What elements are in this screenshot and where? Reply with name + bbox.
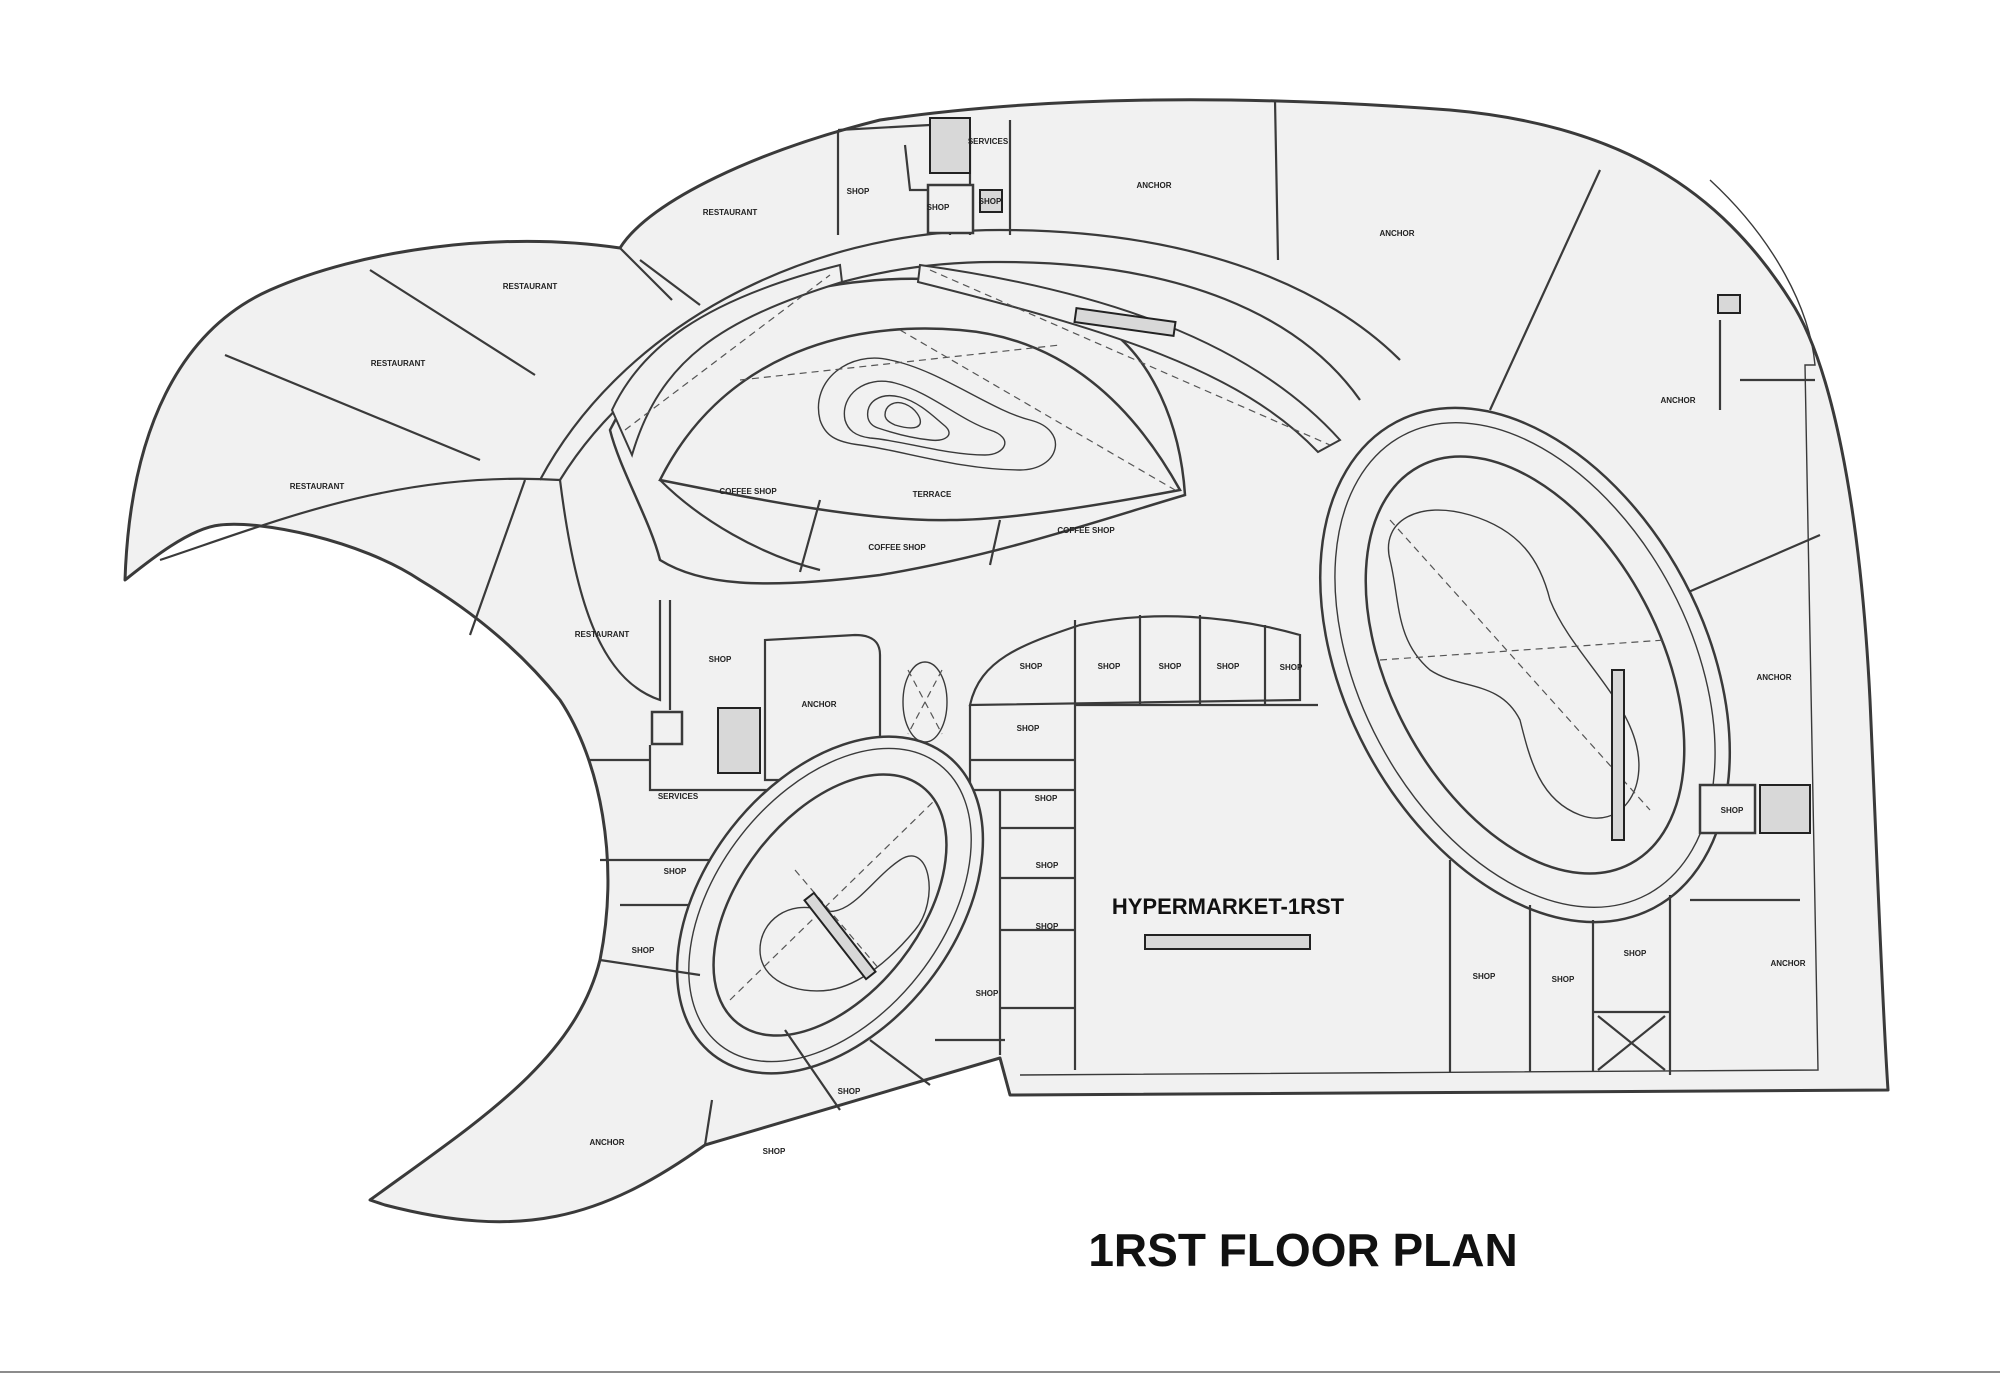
label-shop-top-3: SHOP: [979, 197, 1002, 206]
label-restaurant-5: RESTAURANT: [575, 630, 630, 639]
label-shop-row-3: SHOP: [1159, 662, 1182, 671]
label-services-left: SERVICES: [658, 792, 699, 801]
label-shop-row-5: SHOP: [1280, 663, 1303, 672]
planter-contour-2: [843, 380, 1006, 456]
void-dash-1: [929, 269, 1331, 446]
room-labels: RESTAURANT RESTAURANT RESTAURANT RESTAUR…: [290, 137, 1806, 1156]
atrium-right-inner: [1364, 455, 1686, 875]
label-shop-col-4: SHOP: [1036, 922, 1059, 931]
atrium-right-dash-1: [1389, 519, 1651, 811]
label-coffee-3: COFFEE SHOP: [1057, 526, 1115, 535]
void-bar-right: [916, 263, 1342, 454]
label-shop-br-1: SHOP: [1473, 972, 1496, 981]
label-shop-left-1: SHOP: [664, 867, 687, 876]
small-void-dash-2: [907, 669, 943, 735]
core-top-box: [926, 183, 975, 235]
anchor-partitions: [1489, 169, 1821, 902]
drawing-title: 1RST FLOOR PLAN: [1088, 1224, 1517, 1276]
label-shop-top-2: SHOP: [927, 203, 950, 212]
planter-contour-1: [817, 357, 1057, 471]
label-coffee-1: COFFEE SHOP: [719, 487, 777, 496]
atrium-left-inner: [712, 773, 948, 1037]
inner-outline: [1019, 179, 1819, 1076]
core-right-stairs: [1759, 784, 1811, 834]
label-services-top: SERVICES: [968, 137, 1009, 146]
hypermarket-wall: [1073, 703, 1318, 1070]
label-anchor-right-2: ANCHOR: [1756, 673, 1791, 682]
label-anchor-center: ANCHOR: [801, 700, 836, 709]
shop-br-dividers: [1448, 860, 1672, 1075]
core-top-lift: [979, 189, 1003, 213]
label-shop-br-3: SHOP: [1624, 949, 1647, 958]
core-right-corner: [1717, 294, 1741, 314]
lower-partitions: [599, 958, 1005, 1146]
atrium-right-mid: [1334, 422, 1716, 908]
core-left-box: [650, 710, 684, 746]
label-anchor-right-3: ANCHOR: [1770, 959, 1805, 968]
coffee-shop-row: [659, 479, 1002, 573]
void-dash-2: [624, 274, 831, 431]
core-right-box: [1698, 783, 1757, 835]
central-corridor: [968, 615, 1302, 707]
label-shop-mid: SHOP: [709, 655, 732, 664]
shop-row-dividers: [1073, 615, 1267, 705]
label-shop-left-2: SHOP: [632, 946, 655, 955]
label-shop-col-2: SHOP: [1035, 794, 1058, 803]
label-shop-right-core: SHOP: [1721, 806, 1744, 815]
hypermarket-label: HYPERMARKET-1RST: [1112, 894, 1345, 919]
label-anchor-bottom: ANCHOR: [589, 1138, 624, 1147]
terrace-dash-2: [899, 329, 1176, 491]
label-shop-col-1: SHOP: [1017, 724, 1040, 733]
label-anchor-right-1: ANCHOR: [1660, 396, 1695, 405]
atrium-left-dash-2: [794, 869, 881, 971]
atrium-right-void: [1387, 509, 1640, 819]
label-shop-top-1: SHOP: [847, 187, 870, 196]
core-top-stairs: [929, 117, 971, 174]
terrace-dash-1: [739, 344, 1061, 381]
label-restaurant-3: RESTAURANT: [371, 359, 426, 368]
restaurant-partitions-left: [468, 479, 662, 702]
label-shop-row-2: SHOP: [1098, 662, 1121, 671]
label-anchor-top-1: ANCHOR: [1136, 181, 1171, 190]
core-left-stairs: [717, 707, 761, 774]
label-restaurant-4: RESTAURANT: [290, 482, 345, 491]
building-outline: [123, 98, 1890, 1224]
planter-contour-4: [884, 401, 922, 429]
label-coffee-2: COFFEE SHOP: [868, 543, 926, 552]
label-shop-col-5: SHOP: [976, 989, 999, 998]
escalator-top: [1073, 306, 1177, 338]
planter-contour-3: [866, 395, 950, 442]
escalator-right: [1611, 669, 1625, 841]
label-restaurant-1: RESTAURANT: [703, 208, 758, 217]
atrium-left-mid: [688, 747, 972, 1063]
label-terrace: TERRACE: [913, 490, 952, 499]
escalator-left: [803, 891, 877, 981]
hypermarket-escalator: [1144, 934, 1311, 950]
restaurant-partitions-top: [159, 269, 561, 562]
upper-promenade-outer: [539, 228, 1401, 481]
label-shop-row-1: SHOP: [1020, 662, 1043, 671]
label-shop-bottom-2: SHOP: [763, 1147, 786, 1156]
label-anchor-top-2: ANCHOR: [1379, 229, 1414, 238]
label-shop-row-4: SHOP: [1217, 662, 1240, 671]
label-shop-br-2: SHOP: [1552, 975, 1575, 984]
services-left-walls: [590, 745, 772, 907]
label-shop-col-3: SHOP: [1036, 861, 1059, 870]
label-shop-bottom-1: SHOP: [838, 1087, 861, 1096]
label-restaurant-2: RESTAURANT: [503, 282, 558, 291]
